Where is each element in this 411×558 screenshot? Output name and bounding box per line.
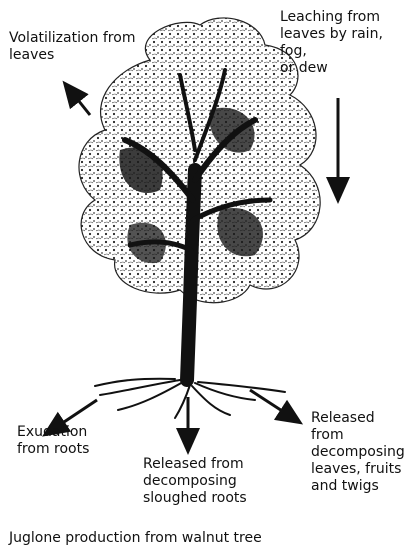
label-sloughed-roots: Released from decomposing sloughed roots (143, 456, 283, 507)
volatilization-arrow (70, 90, 90, 115)
figure-caption: Juglone production from walnut tree (9, 530, 262, 546)
leaves-fruits-twigs-arrow (250, 390, 293, 418)
label-exudation: Exudation from roots (17, 424, 117, 458)
label-volatilization: Volatilization from leaves (9, 30, 174, 64)
label-leaching: Leaching from leaves by rain, fog, or de… (280, 9, 405, 77)
label-leaves-fruits-twigs: Released from decomposing leaves, fruits… (311, 410, 411, 495)
tree-roots (95, 379, 285, 418)
